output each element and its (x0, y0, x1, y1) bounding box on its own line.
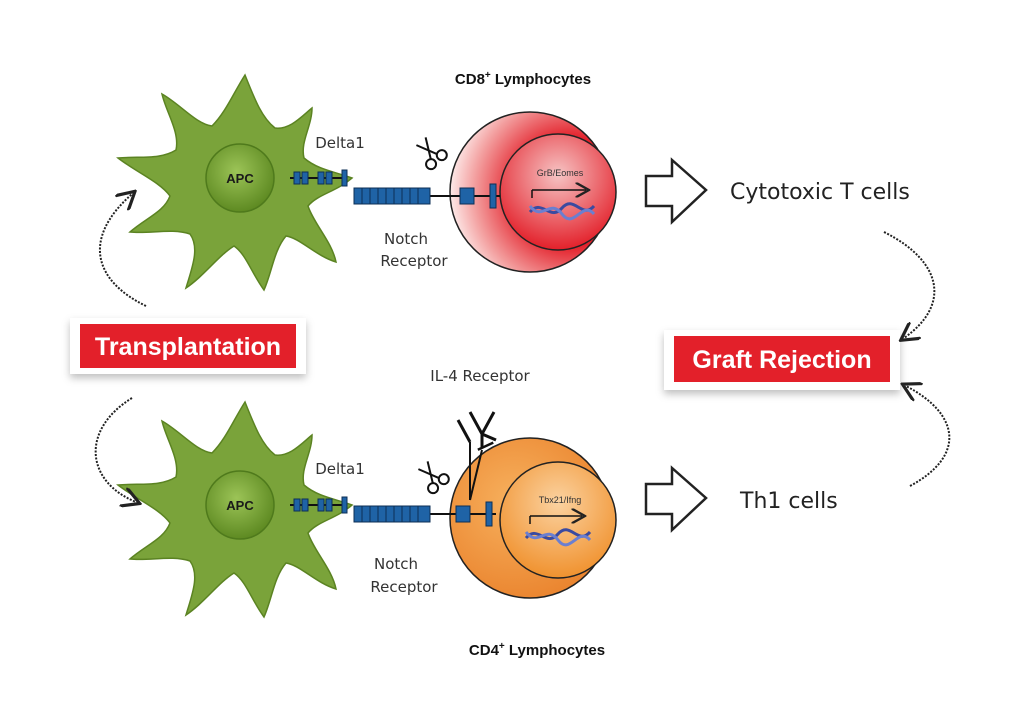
delta1-ligand-bottom (290, 496, 348, 514)
cd8-cell: GrB/Eomes (449, 111, 617, 273)
curved-arrow-left-up (98, 194, 147, 307)
scissors-icon-top (416, 137, 448, 171)
transplantation-badge: Transplantation (70, 318, 306, 374)
notch-label-top-1: Notch (384, 230, 428, 248)
notch-label-top-2: Receptor (380, 252, 448, 270)
delta1-label-top: Delta1 (315, 134, 365, 152)
cd4-cell: Tbx21/Ifng (449, 437, 617, 599)
notch-receptor-bottom (353, 501, 496, 527)
outcome-arrow-top (644, 157, 708, 225)
curved-arrow-right-down (883, 231, 936, 338)
delta1-label-bottom: Delta1 (315, 460, 365, 478)
dna-icon-top (528, 202, 596, 221)
notch-label-bottom-2: Receptor (370, 578, 438, 596)
scissors-icon-bottom (418, 461, 450, 495)
il4-receptor-label: IL-4 Receptor (430, 367, 530, 385)
gene-label-top: GrB/Eomes (537, 168, 584, 178)
graft-rejection-text: Graft Rejection (692, 346, 871, 374)
notch-label-bottom-1: Notch (374, 555, 418, 573)
delta1-ligand-top (290, 169, 348, 187)
curved-arrow-right-up (906, 386, 951, 487)
notch-receptor-top (353, 183, 500, 209)
cd4-title: CD4+ Lymphocytes (469, 641, 605, 659)
cd8-title: CD8+ Lymphocytes (455, 70, 591, 88)
il4-receptor (456, 411, 497, 501)
gene-label-bottom: Tbx21/Ifng (539, 495, 582, 505)
outcome-arrow-bottom (644, 465, 708, 533)
apc-cell-bottom (116, 400, 354, 619)
cytotoxic-t-cells-label: Cytotoxic T cells (730, 180, 910, 205)
graft-rejection-badge: Graft Rejection (664, 330, 900, 390)
transplantation-text: Transplantation (95, 333, 281, 361)
apc-label-top: APC (226, 171, 254, 186)
apc-cell-top: APC (116, 73, 354, 292)
dna-icon-bottom (524, 528, 592, 547)
th1-cells-label: Th1 cells (739, 489, 838, 514)
apc-label-bottom: APC (226, 498, 254, 513)
curved-arrow-left-down (94, 397, 136, 502)
